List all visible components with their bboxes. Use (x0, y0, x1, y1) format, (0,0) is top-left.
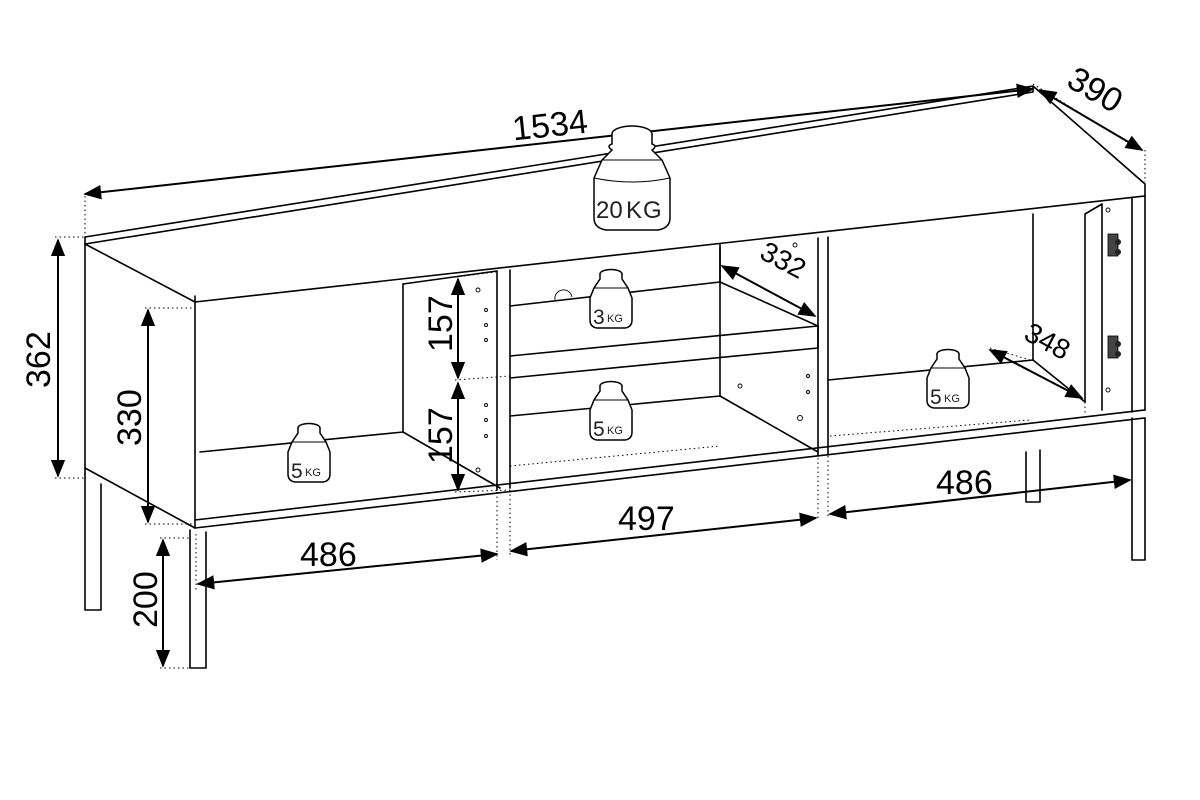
center-upper-shelf (509, 281, 819, 327)
dim-inner-height: 330 (111, 389, 149, 446)
weight-left-num: 5 (291, 460, 303, 483)
dim-center-depth: 332 (755, 235, 811, 284)
weight-top-unit: KG (626, 197, 663, 224)
divider-left (496, 269, 511, 491)
dim-shelf-bottom: 157 (422, 407, 460, 464)
weight-left: 5 KG (287, 422, 331, 483)
dim-right-width-line (828, 474, 1132, 520)
divider-right (817, 236, 829, 457)
weight-right: 5 KG (926, 348, 970, 409)
weight-center-upper-num: 3 (593, 306, 605, 329)
dim-width: 1534 (510, 103, 589, 149)
leg-back-left (189, 529, 207, 669)
dim-left-width: 486 (300, 536, 357, 574)
shelf-holes (475, 207, 1111, 473)
dim-center-width: 497 (618, 500, 675, 538)
dim-shelf-top: 157 (422, 295, 460, 352)
weight-center-lower: 5 KG (589, 380, 633, 441)
weight-left-unit: KG (305, 467, 321, 479)
dim-center-width-line (509, 512, 818, 557)
dimension-lines (50, 83, 1144, 668)
weight-center-upper: 3 KG (589, 268, 633, 329)
dim-depth: 390 (1061, 59, 1129, 120)
weight-top-num: 20 (596, 197, 623, 224)
leg-right (1131, 417, 1146, 561)
bottom-panel (194, 409, 1146, 529)
dim-center-depth-line (720, 265, 817, 317)
dim-left-width-line (196, 548, 499, 590)
weight-center-lower-num: 5 (593, 418, 605, 441)
dim-width-line (83, 83, 1035, 200)
dim-right-depth: 348 (1020, 317, 1076, 366)
dim-leg-height: 200 (127, 571, 165, 628)
right-side-panel (1131, 195, 1146, 413)
weight-center-upper-unit: KG (607, 313, 623, 325)
weight-top: 20 KG (593, 125, 671, 231)
center-lower-shelf (509, 395, 819, 453)
leg-front-left (84, 473, 102, 611)
dimension-labels: 1534 390 362 330 200 157 157 486 497 486… (20, 59, 1129, 628)
weight-right-unit: KG (944, 393, 960, 405)
weight-right-num: 5 (930, 386, 942, 409)
hinge-lower (1107, 335, 1121, 359)
weight-center-lower-unit: KG (607, 425, 623, 437)
dim-right-depth-line (988, 349, 1084, 399)
leg-back-right (1025, 449, 1041, 503)
dim-right-width: 486 (936, 464, 993, 502)
dim-depth-line (1038, 89, 1144, 151)
right-door (1084, 203, 1103, 411)
hinge-upper (1107, 233, 1121, 257)
dim-height: 362 (20, 331, 58, 388)
